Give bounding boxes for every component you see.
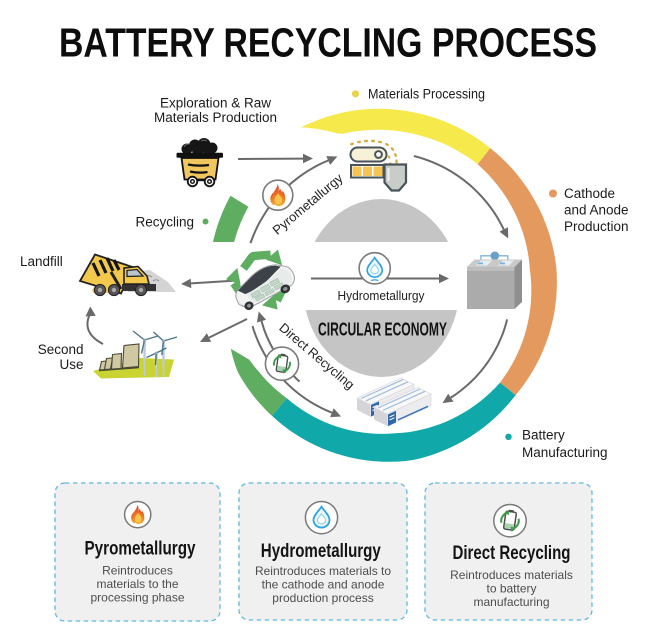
svg-text:Materials Processing: Materials Processing	[368, 87, 485, 102]
svg-text:processing phase: processing phase	[90, 591, 184, 605]
svg-text:BATTERY RECYCLING PROCESS: BATTERY RECYCLING PROCESS	[59, 20, 597, 66]
svg-text:Battery: Battery	[522, 428, 565, 443]
svg-text:Second: Second	[38, 342, 84, 357]
svg-text:Recycling: Recycling	[135, 215, 194, 230]
svg-text:CIRCULAR ECONOMY: CIRCULAR ECONOMY	[318, 319, 447, 340]
svg-text:and Anode: and Anode	[564, 203, 629, 218]
svg-text:Hydrometallurgy: Hydrometallurgy	[261, 541, 381, 562]
svg-text:Hydrometallurgy: Hydrometallurgy	[338, 289, 426, 303]
svg-text:Reintroduces materials to: Reintroduces materials to	[255, 564, 391, 578]
svg-text:manufacturing: manufacturing	[473, 595, 549, 609]
svg-text:Reintroduces materials: Reintroduces materials	[450, 568, 573, 582]
svg-text:Use: Use	[59, 357, 83, 372]
svg-text:Cathode: Cathode	[564, 186, 615, 201]
svg-text:Manufacturing: Manufacturing	[522, 445, 608, 460]
svg-text:Direct Recycling: Direct Recycling	[453, 543, 571, 564]
svg-text:production process: production process	[272, 591, 373, 605]
svg-text:Reintroduces: Reintroduces	[102, 564, 173, 578]
svg-text:Pyrometallurgy: Pyrometallurgy	[85, 539, 196, 560]
svg-text:Exploration & Raw: Exploration & Raw	[160, 96, 271, 111]
svg-text:Landfill: Landfill	[20, 254, 63, 269]
svg-text:Materials Production: Materials Production	[154, 110, 277, 125]
svg-text:to battery: to battery	[486, 582, 536, 596]
svg-text:materials to the: materials to the	[96, 577, 178, 591]
svg-text:the cathode and anode: the cathode and anode	[262, 578, 385, 592]
svg-text:Production: Production	[564, 219, 629, 234]
